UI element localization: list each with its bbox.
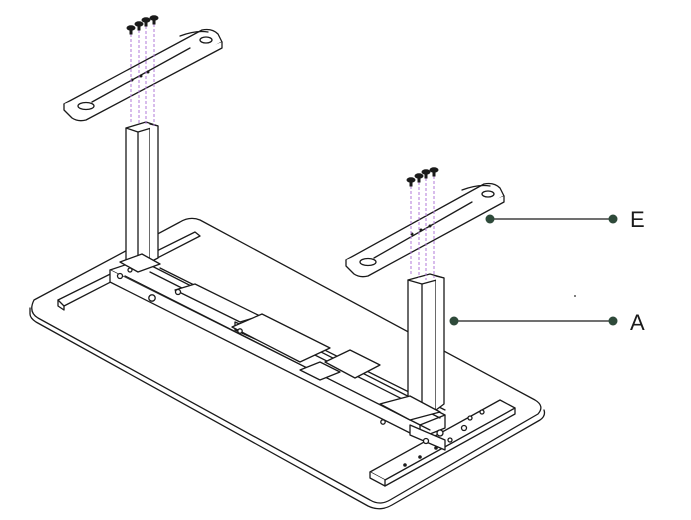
- callout-label-e: E: [630, 207, 645, 232]
- callout-leader-a: [449, 316, 618, 326]
- callout-leader-e: [485, 214, 618, 224]
- screw-guides-right: [410, 176, 435, 280]
- screws-right: [406, 167, 439, 187]
- left-mounting-bracket: [63, 28, 223, 122]
- callout-label-a: A: [630, 310, 645, 335]
- screws-left: [126, 15, 159, 35]
- left-leg-column: [119, 121, 161, 273]
- right-leg-column: [379, 273, 445, 421]
- screw-guides-left: [130, 24, 155, 126]
- right-foot-bar: [369, 399, 516, 487]
- right-mounting-bracket: [345, 182, 505, 278]
- frame-crossbar: [109, 259, 446, 439]
- stray-dot-mark: [574, 295, 576, 297]
